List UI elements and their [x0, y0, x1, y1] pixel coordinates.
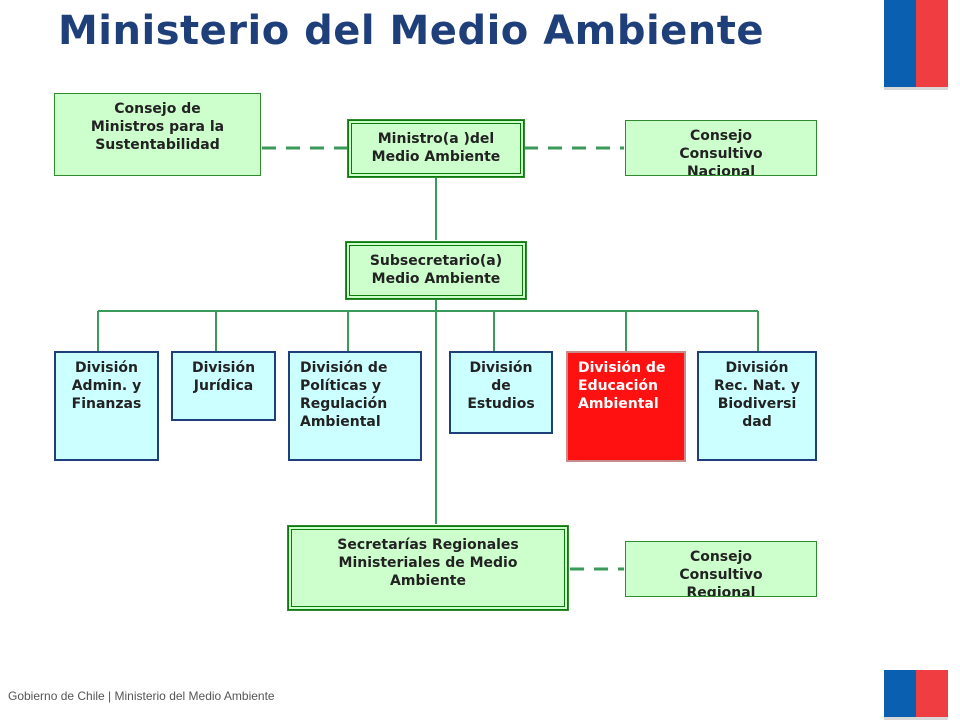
footer-text: Gobierno de Chile | Ministerio del Medio… [8, 689, 275, 703]
flag-blue-stripe [884, 0, 916, 90]
subsecretario-node[interactable]: Subsecretario(a) Medio Ambiente [345, 241, 527, 300]
flag-icon-top [884, 0, 948, 90]
consejo-nacional-node[interactable]: Consejo Consultivo Nacional [625, 120, 817, 176]
flag-red-stripe [916, 0, 948, 90]
division-juridica-node[interactable]: División Jurídica [171, 351, 276, 421]
division-educacion-node[interactable]: División de Educación Ambiental [566, 351, 686, 462]
flag-blue-stripe [884, 670, 916, 720]
division-recursos-naturales-node[interactable]: División Rec. Nat. y Biodiversi dad [697, 351, 817, 461]
ministro-node[interactable]: Ministro(a )del Medio Ambiente [347, 119, 525, 178]
flag-icon-bottom [884, 670, 948, 720]
consejo-regional-node[interactable]: Consejo Consultivo Regional [625, 541, 817, 597]
consejo-ministros-node[interactable]: Consejo de Ministros para la Sustentabil… [54, 93, 261, 176]
division-admin-node[interactable]: División Admin. y Finanzas [54, 351, 159, 461]
division-politicas-node[interactable]: División de Políticas y Regulación Ambie… [288, 351, 422, 461]
division-estudios-node[interactable]: División de Estudios [449, 351, 553, 434]
seremi-node[interactable]: Secretarías Regionales Ministeriales de … [287, 525, 569, 611]
page-title: Ministerio del Medio Ambiente [58, 8, 765, 54]
flag-red-stripe [916, 670, 948, 720]
